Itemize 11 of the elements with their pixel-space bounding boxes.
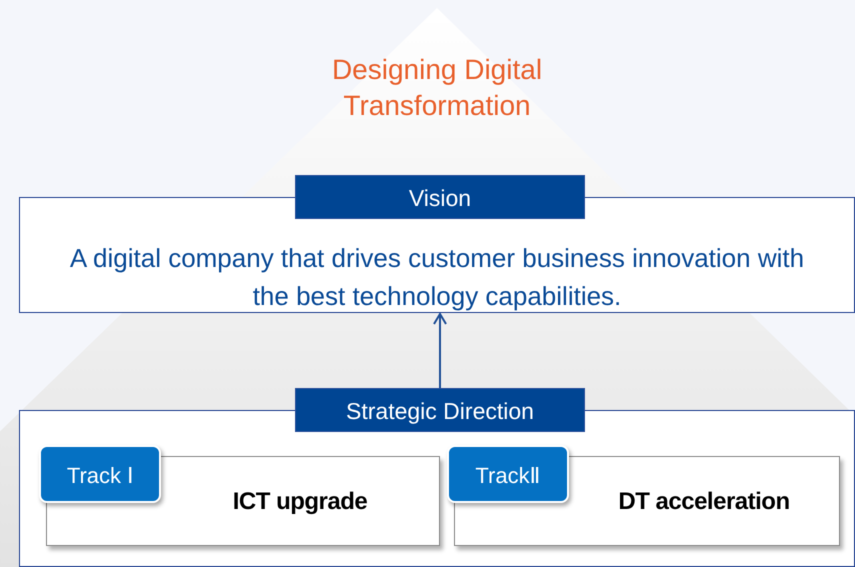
track-title: DT acceleration <box>617 487 791 517</box>
track-tab: TrackⅡ <box>447 445 569 503</box>
track-tab: Track Ⅰ <box>39 445 161 503</box>
title: Designing Digital Transformation <box>330 53 544 123</box>
panel <box>19 388 855 567</box>
panel <box>19 175 855 313</box>
vision-statement: A digital company that drives customer business innovation with the best technology capabilities. <box>68 242 806 313</box>
track-title: ICT upgrade <box>232 487 368 517</box>
panel-heading: Vision <box>295 175 585 219</box>
panel-heading: Strategic Direction <box>295 388 585 432</box>
arrow <box>433 313 447 388</box>
